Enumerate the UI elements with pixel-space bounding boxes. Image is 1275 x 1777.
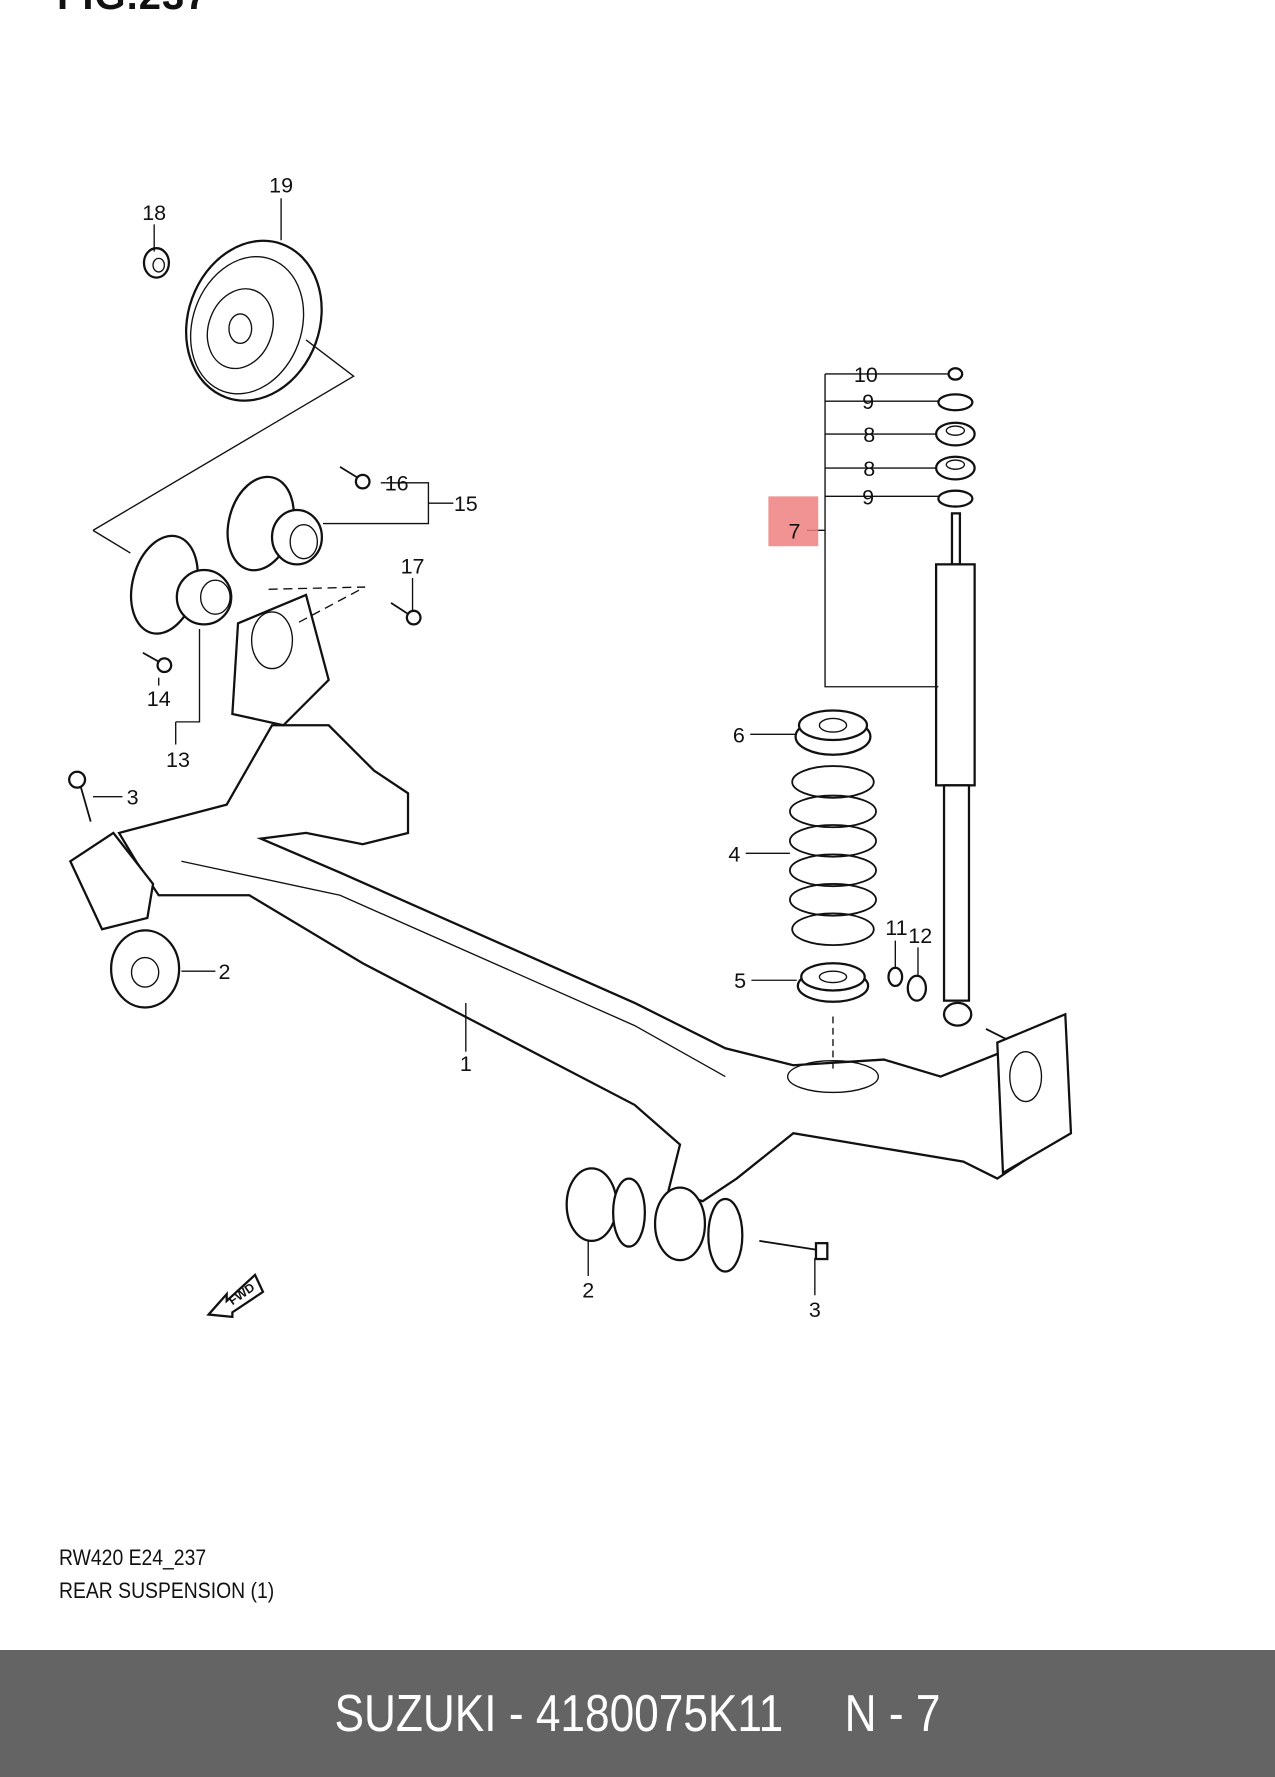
nut-18 [142,247,171,279]
callout-17[interactable]: 17 [401,554,425,578]
callout-18[interactable]: 18 [142,201,166,225]
shock-absorber [934,512,976,1027]
spring-seat-upper [794,709,872,756]
coil-spring [789,765,877,947]
bushings [68,831,744,1273]
callout-11[interactable]: 11 [885,916,907,940]
callout-4[interactable]: 4 [728,842,740,866]
callout-9a[interactable]: 9 [862,390,874,414]
axle-beam [117,593,1073,1203]
callout-1[interactable]: 1 [460,1052,472,1076]
callout-12[interactable]: 12 [908,924,932,948]
figure-title: FIG.237 [57,0,209,19]
callout-15[interactable]: 15 [454,492,478,516]
fwd-arrow-icon: FWD [206,1273,265,1319]
callout-7[interactable]: 7 [788,519,800,543]
callouts: 19 18 10 9 8 8 9 7 16 15 17 14 13 3 6 4 … [127,174,933,1322]
shock-mount-parts [934,367,976,508]
footer-bar: SUZUKI - 4180075K11 N - 7 [0,1650,1275,1777]
callout-10[interactable]: 10 [854,363,878,387]
leader-lines [92,198,948,1296]
rear-suspension-diagram: FWD 19 18 10 9 8 8 9 7 16 [68,174,1073,1322]
callout-19[interactable]: 19 [269,174,293,198]
nut-11 [887,966,904,988]
callout-14[interactable]: 14 [147,687,171,711]
highlight-box [768,496,819,547]
hub-bearing-15 [226,475,324,572]
brake-drum [184,239,323,402]
callout-8b[interactable]: 8 [863,457,875,481]
callout-3a[interactable]: 3 [127,786,139,810]
callout-2b[interactable]: 2 [582,1279,594,1303]
callout-6[interactable]: 6 [733,723,745,747]
callout-3b[interactable]: 3 [809,1298,821,1322]
callout-16[interactable]: 16 [385,472,409,496]
callout-2a[interactable]: 2 [218,960,230,984]
callout-13[interactable]: 13 [166,748,190,772]
callout-8a[interactable]: 8 [863,423,875,447]
spring-seat-lower [796,962,870,1003]
bolts [68,466,1010,1261]
figure-name: REAR SUSPENSION (1) [59,1578,275,1603]
callout-9b[interactable]: 9 [862,485,874,509]
callout-5[interactable]: 5 [734,969,746,993]
washer-12 [906,974,928,1002]
part-number-label: SUZUKI - 4180075K11 N - 7 [334,1684,941,1743]
hub-bearing-13 [129,534,233,635]
figure-code: RW420 E24_237 [59,1545,207,1570]
